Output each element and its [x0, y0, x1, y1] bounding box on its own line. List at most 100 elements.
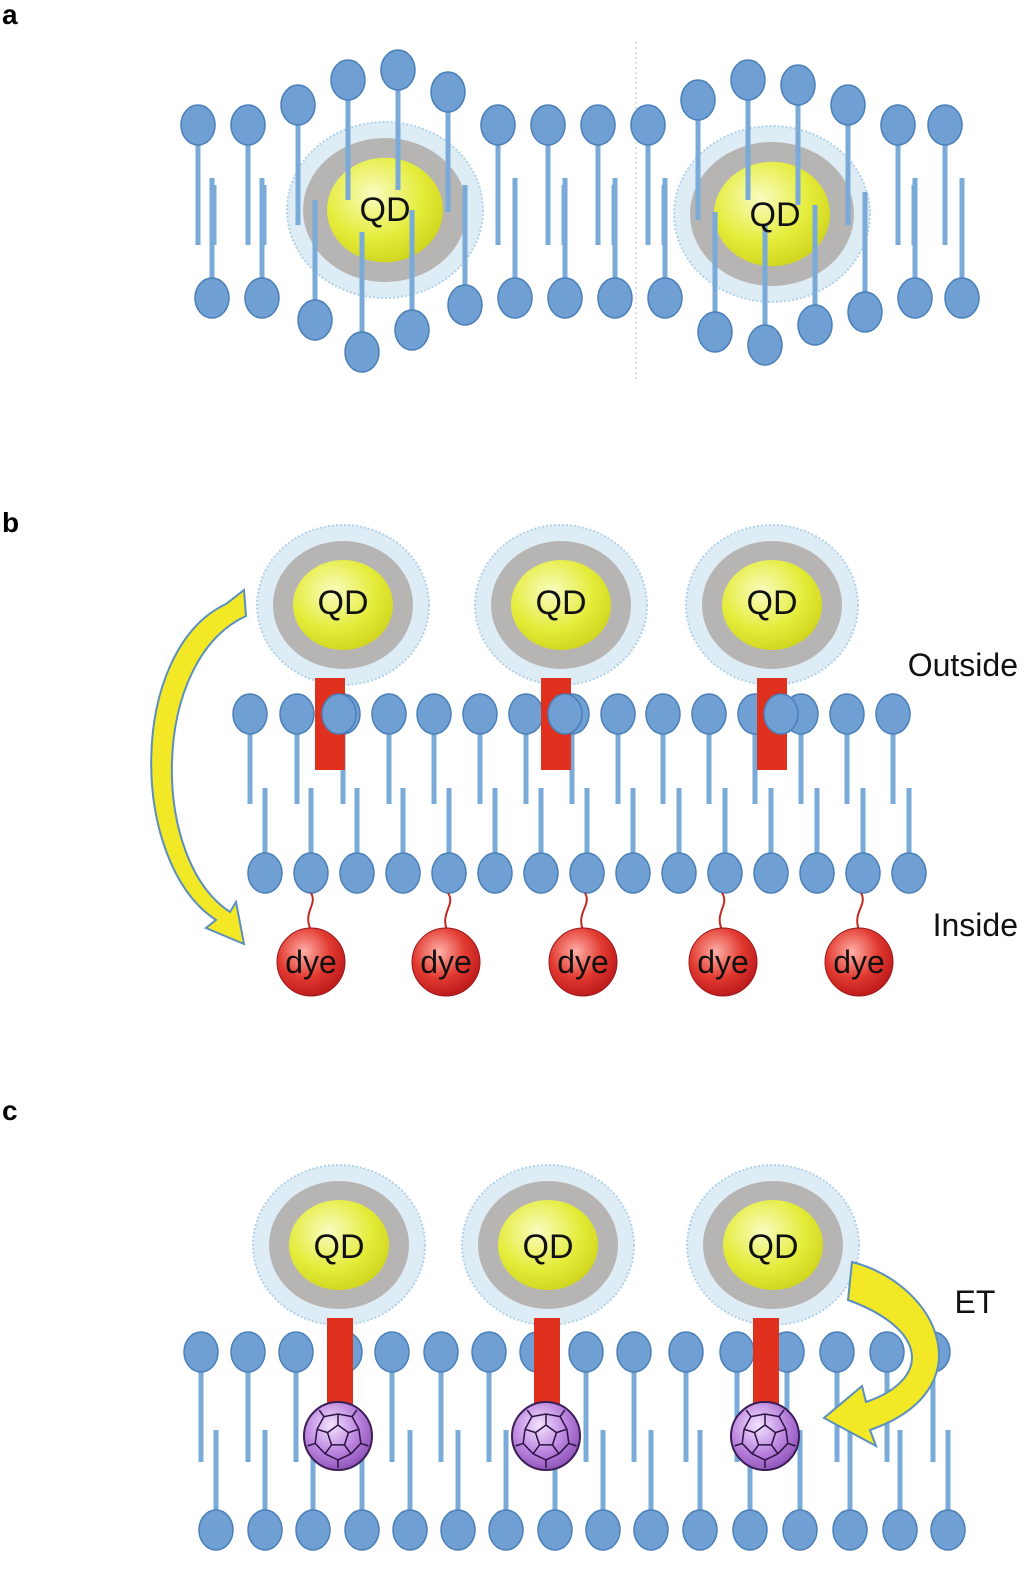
lipid: [882, 1430, 918, 1551]
lipid-head: [477, 852, 513, 894]
fullerene-edge: [750, 1413, 766, 1418]
lipid-head: [782, 1509, 818, 1551]
lipid: [707, 788, 743, 894]
lipid-bilayer: [180, 49, 980, 373]
lipid: [279, 693, 315, 804]
lipid-head: [194, 277, 230, 319]
fullerene-edge: [532, 1444, 541, 1455]
dye-tether: [856, 892, 864, 931]
lipid-head: [497, 277, 533, 319]
qd-label: QD: [523, 1228, 574, 1266]
fullerene-edge: [545, 1453, 560, 1461]
lipid: [547, 178, 583, 319]
lipid-head: [847, 291, 883, 333]
lipid-head: [431, 852, 467, 894]
fullerene-edge: [764, 1413, 780, 1418]
fullerene-edge: [358, 1429, 362, 1444]
panel-c-membrane: QD QD QD ET: [183, 1164, 995, 1551]
lipid: [668, 1331, 704, 1462]
fullerene-edge: [307, 1442, 316, 1447]
lipid: [891, 788, 927, 894]
fullerene-edge: [316, 1428, 328, 1434]
lipid-head: [295, 1509, 331, 1551]
lipid-head: [668, 1331, 704, 1373]
lipid: [440, 1430, 476, 1551]
lipid-head: [707, 852, 743, 894]
lipid-head: [488, 1509, 524, 1551]
qd-label: QD: [750, 196, 801, 234]
lipid-head: [547, 277, 583, 319]
lipid-head: [829, 693, 865, 735]
dye-tether: [580, 892, 588, 931]
dye-molecule: [824, 927, 894, 997]
lipid-head: [471, 1331, 507, 1373]
fullerene-edge: [785, 1429, 789, 1444]
panel-b-membrane: QD QD QD Outside Inside dye dye dye dye …: [150, 524, 1018, 997]
lipid-head: [930, 1509, 966, 1551]
lipid: [330, 59, 366, 200]
dye-molecule: [548, 927, 618, 997]
lipid: [423, 1331, 459, 1462]
lipid-head: [730, 59, 766, 101]
lipid: [880, 104, 916, 245]
dye-molecule: [411, 927, 481, 997]
lipid: [385, 788, 421, 894]
lipid: [371, 693, 407, 804]
lipid: [797, 205, 833, 346]
lipid: [633, 1430, 669, 1551]
lipid: [691, 693, 727, 804]
lipid: [278, 1331, 314, 1462]
lipid-head: [230, 1331, 266, 1373]
lipid: [847, 192, 883, 333]
lipid-head: [198, 1509, 234, 1551]
lipid-head: [423, 1331, 459, 1373]
fullerene-edge: [778, 1416, 787, 1430]
lipid-head: [797, 304, 833, 346]
lipid-head: [547, 693, 583, 735]
quantum-dot: [685, 524, 859, 686]
lipid-head: [647, 277, 683, 319]
lipid-head: [633, 1509, 669, 1551]
fullerene-edge: [751, 1453, 766, 1461]
lipid: [230, 1331, 266, 1462]
energy-transfer-arrow: [150, 588, 248, 946]
lipid-head: [344, 331, 380, 373]
lipid: [600, 693, 636, 804]
fullerene-pentagon: [753, 1424, 777, 1446]
lipid-head: [232, 693, 268, 735]
fullerene-ball: [730, 1401, 800, 1471]
fullerene-edge: [318, 1409, 325, 1418]
lipid-head: [927, 104, 963, 146]
lipid-head: [430, 71, 466, 113]
lipid-head: [374, 1331, 410, 1373]
lipid: [431, 788, 467, 894]
dye-label: dye: [285, 944, 337, 980]
lipid: [782, 1430, 818, 1551]
lipid-head: [523, 852, 559, 894]
quantum-dot-row: [252, 1164, 860, 1326]
fullerene-pentagon: [326, 1424, 350, 1446]
lipid-head: [832, 1509, 868, 1551]
lipid: [244, 178, 280, 319]
fullerene-edge: [522, 1429, 526, 1444]
fullerene-edge: [532, 1453, 547, 1461]
fullerene-edge: [545, 1413, 561, 1418]
quantum-dot: [461, 1164, 635, 1326]
lipid: [183, 1331, 219, 1462]
lipid: [680, 79, 716, 220]
lipid-head: [944, 277, 980, 319]
fullerene-edge: [350, 1442, 362, 1455]
lipid-head: [682, 1509, 718, 1551]
lipid-head: [680, 79, 716, 121]
panel-b-letter: b: [2, 507, 19, 538]
lipid-head: [385, 852, 421, 894]
fullerene-edge: [764, 1453, 779, 1461]
fullerene-edge: [558, 1442, 570, 1455]
fullerene-edge: [743, 1416, 752, 1430]
lipid-head: [394, 309, 430, 351]
dye-label: dye: [697, 944, 749, 980]
fullerene-edge: [515, 1442, 524, 1447]
dye-label: dye: [557, 944, 609, 980]
inside-label: Inside: [933, 907, 1018, 943]
